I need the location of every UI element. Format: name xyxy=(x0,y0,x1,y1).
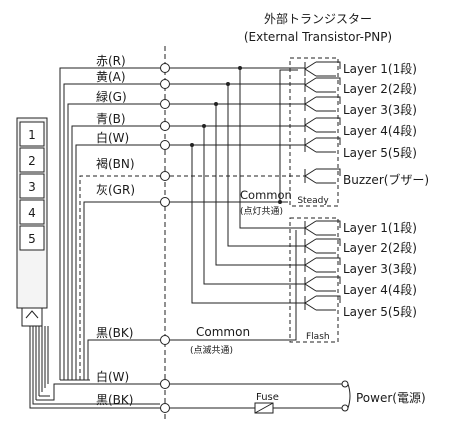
steady-wires xyxy=(170,67,305,203)
flash-output-label: Layer 4(4段) xyxy=(343,282,417,297)
flash-common-label: Common xyxy=(196,325,250,339)
tower-segment xyxy=(19,147,45,173)
fuse-label: Fuse xyxy=(256,392,279,403)
steady-output-label: Buzzer(ブザー) xyxy=(343,172,429,187)
power-terminal xyxy=(341,380,349,388)
header-title: 外部トランジスター xyxy=(264,11,372,26)
transistor-symbols xyxy=(304,61,336,311)
wire-label-gray: 灰(GR) xyxy=(96,183,135,197)
tower-segment xyxy=(19,121,45,147)
wire-label-red: 赤(R) xyxy=(96,54,126,68)
flash-branch-wires xyxy=(191,68,305,304)
tower-segment xyxy=(19,199,45,225)
steady-output-label: Layer 2(2段) xyxy=(343,81,417,96)
power-terminal xyxy=(341,404,349,412)
steady-box xyxy=(289,57,339,207)
signal-tower: 1 2 3 4 5 xyxy=(16,117,48,327)
brown-wire xyxy=(79,175,160,380)
header-subtitle: (External Transistor-PNP) xyxy=(244,30,392,44)
flash-output-label: Layer 1(1段) xyxy=(343,220,417,235)
wire-label-black: 黒(BK) xyxy=(96,326,133,340)
wire-label-white: 白(W) xyxy=(96,130,129,145)
flash-box xyxy=(289,217,339,343)
tower-segment-label: 1 xyxy=(28,128,36,142)
flash-output-label: Layer 2(2段) xyxy=(343,240,417,255)
terminals xyxy=(160,63,170,413)
flash-box-label: Flash xyxy=(306,332,330,342)
wire-label-yellow: 黄(A) xyxy=(96,70,126,84)
steady-common-label: Common xyxy=(240,188,292,202)
steady-output-label: Layer 3(3段) xyxy=(343,102,417,117)
tower-segment-label: 3 xyxy=(28,180,36,194)
steady-output-label: Layer 5(5段) xyxy=(343,145,417,160)
steady-output-label: Layer 1(1段) xyxy=(343,61,417,76)
flash-common-bus xyxy=(170,230,297,341)
tower-segment xyxy=(19,225,45,251)
fuse-symbol-line xyxy=(254,402,274,414)
cable-bundle xyxy=(29,326,160,409)
tower-base xyxy=(21,307,43,327)
signal-wires xyxy=(59,67,160,381)
steady-output-label: Layer 4(4段) xyxy=(343,123,417,138)
tower-segment-label: 2 xyxy=(28,154,36,168)
flash-output-label: Layer 5(5段) xyxy=(343,304,417,319)
tower-clip xyxy=(25,310,39,319)
steady-common-bus xyxy=(279,69,298,202)
wire-label-green: 緑(G) xyxy=(96,89,127,104)
wire-label-blue: 青(B) xyxy=(96,112,126,126)
junction-dots xyxy=(190,66,282,204)
tower-segment xyxy=(19,173,45,199)
steady-common-sub: (点灯共通) xyxy=(240,206,283,217)
steady-box-label: Steady xyxy=(297,196,329,206)
output-leads xyxy=(316,61,341,303)
power-wires xyxy=(36,383,160,401)
tower-segment-label: 4 xyxy=(28,206,36,220)
tower-segment-label: 5 xyxy=(28,232,36,246)
flash-output-label: Layer 3(3段) xyxy=(343,261,417,276)
power-bracket xyxy=(347,383,351,409)
wire-label-power-white: 白(W) xyxy=(96,369,129,384)
flash-common-sub: (点滅共通) xyxy=(190,344,233,356)
power-lines xyxy=(170,383,342,409)
power-label: Power(電源) xyxy=(356,391,426,405)
wire-label-brown: 褐(BN) xyxy=(96,156,135,171)
wire-label-power-black: 黒(BK) xyxy=(96,393,133,407)
